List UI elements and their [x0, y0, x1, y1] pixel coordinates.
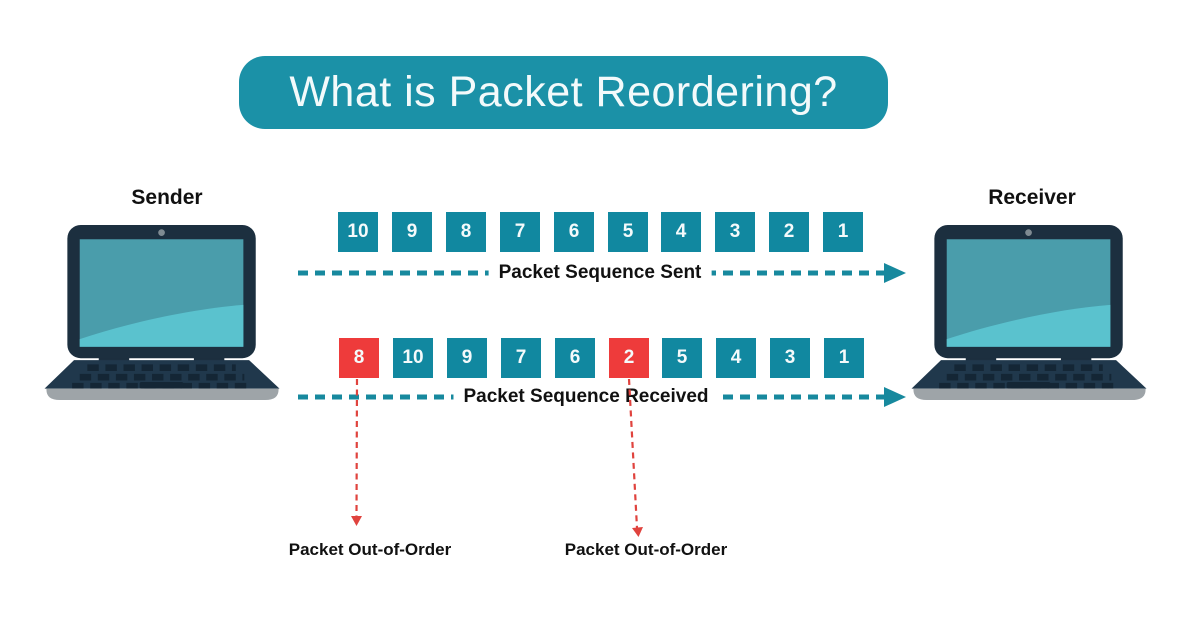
sent-arrowhead-icon	[884, 263, 906, 283]
packet-square-10: 10	[338, 212, 378, 252]
sender-label: Sender	[131, 186, 203, 209]
packet-square-9: 9	[392, 212, 432, 252]
packet-square-3: 3	[715, 212, 755, 252]
out-of-order-label-2: Packet Out-of-Order	[564, 540, 728, 559]
packet-square-3: 3	[770, 338, 810, 378]
packet-square-2: 2	[609, 338, 649, 378]
sender-laptop-icon	[40, 225, 285, 401]
title-banner: What is Packet Reordering?	[239, 56, 888, 129]
packet-square-9: 9	[447, 338, 487, 378]
packet-square-10: 10	[393, 338, 433, 378]
page-title: What is Packet Reordering?	[289, 68, 838, 116]
packet-square-5: 5	[662, 338, 702, 378]
packet-square-4: 4	[661, 212, 701, 252]
receiver-label: Receiver	[988, 186, 1076, 209]
packet-square-7: 7	[500, 212, 540, 252]
received-sequence-caption: Packet Sequence Received	[453, 385, 719, 409]
packet-square-4: 4	[716, 338, 756, 378]
sent-sequence-caption: Packet Sequence Sent	[488, 261, 712, 285]
received-arrowhead-icon	[884, 387, 906, 407]
packet-square-8: 8	[339, 338, 379, 378]
out-of-order-line-1	[355, 378, 359, 517]
out-of-order-label-1: Packet Out-of-Order	[288, 540, 452, 559]
down-arrowhead-icon	[632, 527, 643, 537]
packet-square-5: 5	[608, 212, 648, 252]
packet-square-8: 8	[446, 212, 486, 252]
packet-square-7: 7	[501, 338, 541, 378]
packet-square-1: 1	[824, 338, 864, 378]
down-arrowhead-icon	[351, 516, 362, 526]
packet-square-2: 2	[769, 212, 809, 252]
packet-square-1: 1	[823, 212, 863, 252]
packet-square-6: 6	[554, 212, 594, 252]
receiver-laptop-icon	[907, 225, 1152, 401]
packet-square-6: 6	[555, 338, 595, 378]
